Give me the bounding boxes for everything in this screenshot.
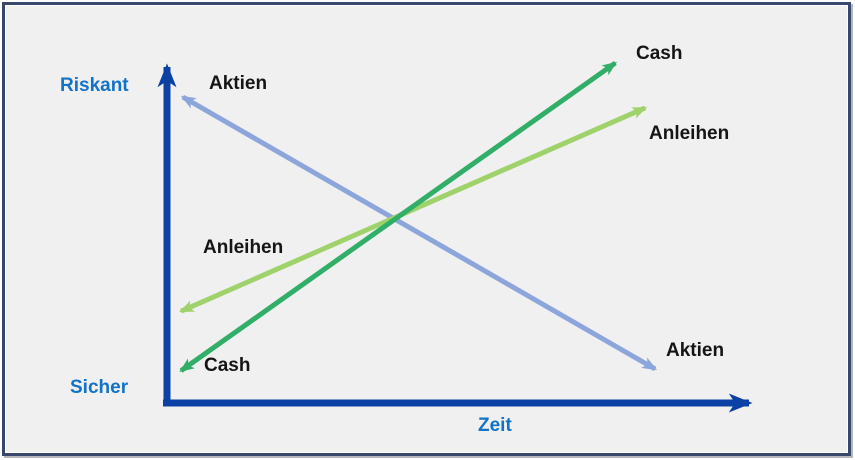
cash-line bbox=[179, 60, 618, 373]
aktien-end-label: Aktien bbox=[666, 340, 725, 361]
aktien-start-label: Aktien bbox=[209, 73, 268, 94]
y-axis-bottom-label: Sicher bbox=[70, 377, 129, 398]
aktien-line bbox=[180, 94, 658, 372]
cash-end-label: Cash bbox=[636, 43, 683, 64]
x-axis-label: Zeit bbox=[478, 415, 512, 436]
anleihen-end-label: Anleihen bbox=[649, 123, 730, 144]
anleihen-start-label: Anleihen bbox=[203, 237, 284, 258]
y-axis-top-label: Riskant bbox=[60, 75, 129, 96]
cash-start-label: Cash bbox=[204, 355, 251, 376]
